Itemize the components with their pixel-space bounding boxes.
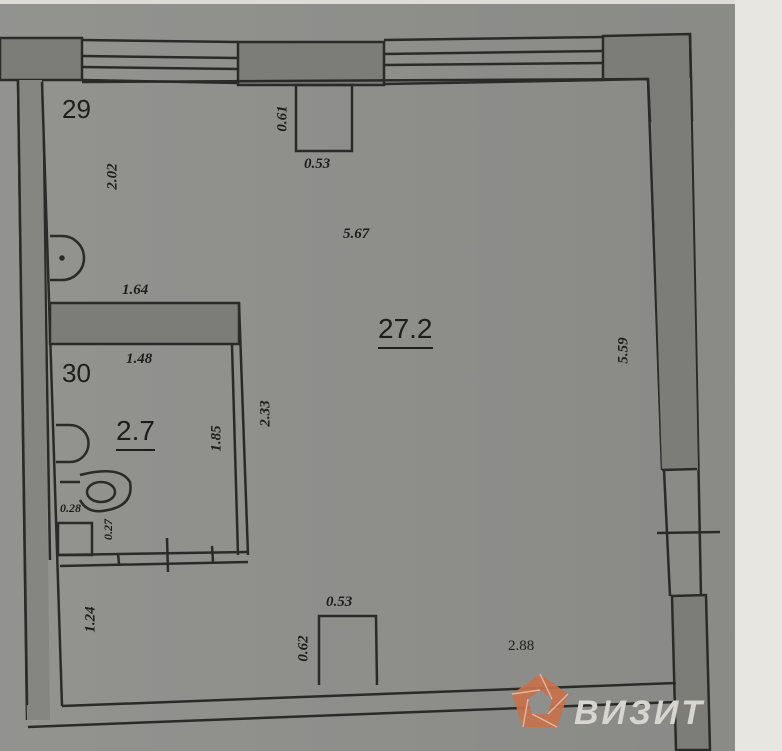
dim-main-width-bottom: 2.88 bbox=[508, 638, 535, 654]
room-30-area: 2.7 bbox=[116, 415, 155, 451]
plan-sheet bbox=[0, 4, 735, 751]
dim-bottom-column-depth: 0.62 bbox=[295, 635, 312, 662]
dim-bottom-column-width: 0.53 bbox=[326, 594, 353, 610]
dim-main-width-top: 5.67 bbox=[343, 226, 370, 242]
dim-top-column-width: 0.53 bbox=[304, 156, 331, 172]
dim-corridor-width: 1.64 bbox=[122, 282, 149, 298]
vizit-logo-icon bbox=[511, 673, 569, 728]
dim-shaft-width: 0.28 bbox=[60, 501, 81, 515]
dim-shaft-depth: 0.27 bbox=[101, 519, 115, 540]
dim-main-height-right: 5.59 bbox=[615, 337, 632, 364]
room-29-number: 29 bbox=[62, 94, 91, 124]
watermark-text: ВИЗИТ bbox=[574, 694, 706, 732]
dim-bath-height: 1.85 bbox=[208, 425, 225, 452]
dim-top-column-depth: 0.61 bbox=[274, 105, 291, 132]
room-29-area: 27.2 bbox=[378, 313, 433, 349]
dim-bath-width: 1.48 bbox=[126, 351, 153, 367]
dim-center-height: 2.33 bbox=[257, 400, 274, 427]
dim-left-lower-height: 1.24 bbox=[82, 606, 99, 633]
room-30-number: 30 bbox=[62, 358, 91, 388]
dim-left-upper-height: 2.02 bbox=[104, 163, 121, 190]
photo-border-right bbox=[735, 0, 782, 751]
